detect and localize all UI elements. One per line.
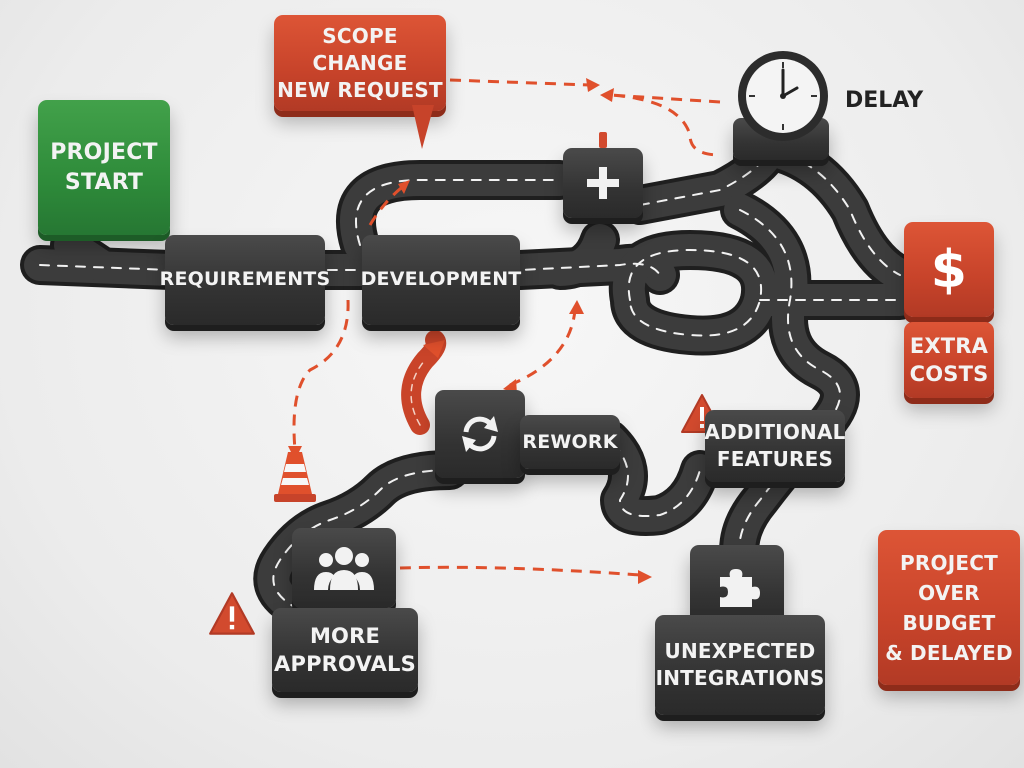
dollar-tile: $ xyxy=(904,222,994,317)
arrowhead xyxy=(600,88,614,102)
dollar-icon: $ xyxy=(930,239,968,300)
arrowhead xyxy=(398,180,410,194)
arrow-approvals-to-integrations xyxy=(399,565,641,577)
arrowhead xyxy=(586,78,600,92)
clock-icon xyxy=(738,51,828,141)
speech-tail xyxy=(412,105,434,149)
arrow-upper-left xyxy=(368,183,406,226)
over-budget-block: PROJECT OVER BUDGET & DELAYED xyxy=(878,530,1020,685)
arrowhead xyxy=(638,570,652,584)
scope-change-bubble: SCOPE CHANGE NEW REQUEST xyxy=(274,15,446,111)
project-start-sign: PROJECT START xyxy=(38,100,170,235)
arrowhead xyxy=(569,300,584,314)
puzzle-icon xyxy=(720,569,760,607)
rework-icon-tile xyxy=(435,390,525,478)
refresh-icon xyxy=(462,416,498,452)
rework-label: REWORK xyxy=(522,431,618,453)
people-icon xyxy=(314,547,374,590)
scope-change-label: SCOPE CHANGE NEW REQUEST xyxy=(277,23,443,102)
development-block: DEVELOPMENT xyxy=(361,235,521,325)
warning-icon xyxy=(209,592,255,635)
more-approvals-block: MORE APPROVALS xyxy=(272,608,418,692)
traffic-cone-icon xyxy=(274,452,316,502)
plus-icon xyxy=(587,167,619,199)
arrow-rework-to-dev xyxy=(509,309,577,387)
arrow-delay-back xyxy=(609,93,721,157)
arrow-scope-to-delay xyxy=(449,78,591,87)
requirements-block: REQUIREMENTS xyxy=(160,235,330,325)
marker-pin xyxy=(599,132,607,148)
arrowhead xyxy=(423,340,445,358)
unexpected-integrations-block: UNEXPECTED INTEGRATIONS xyxy=(655,615,825,715)
plus-tile xyxy=(563,148,643,218)
arrow-dev-to-cone xyxy=(292,299,350,451)
extra-costs-block: EXTRA COSTS xyxy=(904,322,994,398)
delay-label: DELAY xyxy=(845,88,924,113)
people-tile xyxy=(292,528,396,608)
rework-block: REWORK xyxy=(520,415,620,469)
additional-features-block: ADDITIONAL FEATURES xyxy=(704,410,845,482)
